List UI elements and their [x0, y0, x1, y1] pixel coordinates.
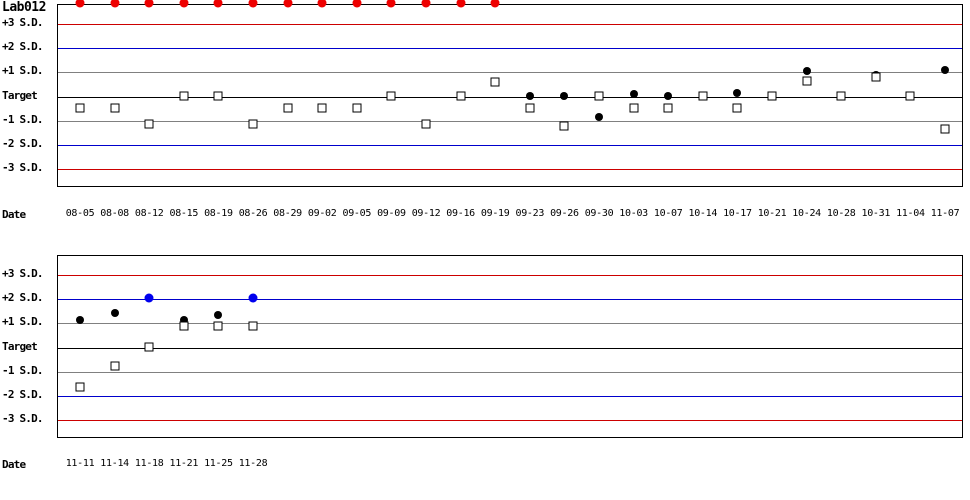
x-tick-label: 08-29 [273, 208, 302, 219]
y-axis-label-sd0: Target [2, 88, 38, 102]
x-tick-label: 08-15 [169, 208, 199, 219]
x-tick-label: 11-25 [204, 458, 233, 469]
x-tick-label: 11-07 [930, 208, 960, 219]
y-axis-label-sd-1: -1 S.D. [2, 112, 44, 126]
gridline-sd0 [58, 347, 962, 349]
x-tick-label: 09-02 [307, 208, 337, 219]
y-axis-label-sd-1: -1 S.D. [2, 363, 44, 377]
x-tick-label: 09-05 [342, 208, 372, 219]
gridline-sd-3 [58, 419, 962, 421]
y-axis-label-sd1: +1 S.D. [2, 64, 44, 78]
x-tick-label: 09-16 [446, 208, 475, 219]
y-axis-label-sd-2: -2 S.D. [2, 136, 44, 150]
x-tick-label: 09-09 [377, 208, 406, 219]
y-axis-label-sd-3: -3 S.D. [2, 411, 44, 425]
y-axis-label-sd3: +3 S.D. [2, 16, 44, 30]
gridline-sd3 [58, 24, 962, 26]
x-tick-label: 10-07 [653, 208, 683, 219]
x-tick-label: 09-12 [411, 208, 441, 219]
x-tick-label: 08-12 [134, 208, 164, 219]
gridline-sd-1 [58, 120, 962, 122]
gridline-sd-2 [58, 144, 962, 146]
gridline-sd2 [58, 299, 962, 301]
x-tick-label: 10-21 [757, 208, 787, 219]
y-axis-label-sd-2: -2 S.D. [2, 387, 44, 401]
x-tick-label: 09-26 [550, 208, 579, 219]
y-axis-label-sd2: +2 S.D. [2, 291, 44, 305]
x-tick-label: 09-19 [480, 208, 510, 219]
y-axis-label-sd0: Target [2, 339, 38, 353]
date-axis-label-bottom: Date [2, 458, 26, 471]
x-tick-label: 09-23 [515, 208, 545, 219]
y-axis-label-sd1: +1 S.D. [2, 315, 44, 329]
y-axis-label-sd2: +2 S.D. [2, 40, 44, 54]
x-tick-label: 10-03 [619, 208, 648, 219]
date-axis-label-top: Date [2, 208, 26, 221]
x-tick-label: 11-21 [169, 458, 199, 469]
x-tick-label: 10-31 [861, 208, 891, 219]
gridline-sd0 [58, 96, 962, 98]
gridline-sd3 [58, 275, 962, 277]
x-tick-label: 08-26 [238, 208, 268, 219]
x-tick-label: 08-05 [65, 208, 95, 219]
gridline-sd2 [58, 48, 962, 50]
x-tick-label: 11-28 [238, 458, 268, 469]
gridline-sd-1 [58, 371, 962, 373]
x-tick-label: 08-08 [100, 208, 129, 219]
y-axis-label-sd-3: -3 S.D. [2, 160, 44, 174]
x-tick-label: 11-04 [896, 208, 925, 219]
plot-area-bottom [57, 255, 963, 438]
x-tick-label: 10-14 [688, 208, 718, 219]
chart-panel-top: Lab012 +3 S.D. +2 S.D. +1 S.D. Target -1 S.D… [0, 0, 970, 240]
page-title: Lab012 [2, 0, 46, 15]
x-tick-label: 09-30 [584, 208, 614, 219]
x-tick-label: 11-18 [134, 458, 164, 469]
y-axis-label-sd3: +3 S.D. [2, 267, 44, 281]
x-tick-label: 11-11 [65, 458, 95, 469]
plot-area-top [57, 4, 963, 187]
chart-panel-bottom: +3 S.D. +2 S.D. +1 S.D. Target -1 S.D. -2 S.D… [0, 250, 970, 500]
x-tick-label: 08-19 [204, 208, 233, 219]
x-tick-label: 10-24 [792, 208, 821, 219]
gridline-sd-3 [58, 168, 962, 170]
x-tick-label: 10-28 [826, 208, 856, 219]
gridline-sd1 [58, 72, 962, 74]
x-tick-label: 11-14 [100, 458, 129, 469]
gridline-sd-2 [58, 395, 962, 397]
x-tick-label: 10-17 [723, 208, 752, 219]
gridline-sd1 [58, 323, 962, 325]
